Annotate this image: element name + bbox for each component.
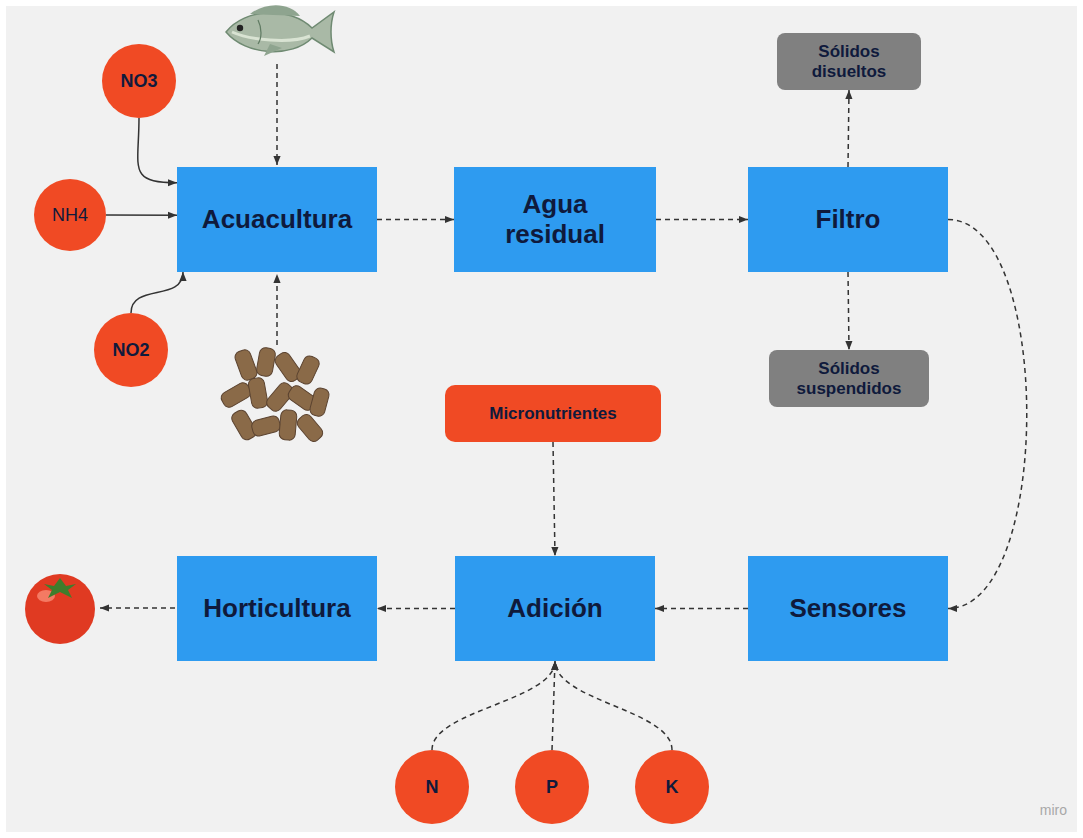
- flow-arrow: [655, 608, 748, 610]
- flow-arrow: [848, 90, 849, 167]
- flow-arrow: [106, 214, 177, 216]
- node-text: Adición: [507, 594, 602, 624]
- node-text: Filtro: [816, 205, 881, 235]
- output-box: Sólidos disueltos: [777, 33, 921, 90]
- flow-arrow: [552, 661, 555, 750]
- node-text: NO3: [120, 71, 157, 92]
- process-box: Adición: [455, 556, 655, 661]
- node-text: Sólidos disueltos: [787, 42, 911, 81]
- process-box: Acuacultura: [177, 167, 377, 272]
- node-text: Acuacultura: [202, 205, 352, 235]
- output-arrow: [100, 607, 175, 609]
- flow-arrow: [432, 661, 555, 750]
- flow-arrow: [131, 272, 183, 313]
- node-text: Sólidos suspendidos: [779, 359, 919, 398]
- flow-arrow: [948, 220, 1027, 609]
- node-text: Micronutrientes: [489, 404, 617, 424]
- process-box: Filtro: [748, 167, 948, 272]
- node-text: NO2: [112, 340, 149, 361]
- output-box: Sólidos suspendidos: [769, 350, 929, 407]
- process-box: Horticultura: [177, 556, 377, 661]
- node-text: Agua residual: [472, 190, 638, 250]
- ion-circle: NO3: [102, 44, 176, 118]
- flow-arrow: [553, 442, 555, 556]
- nutrient-circle: P: [515, 750, 589, 824]
- ion-circle: NO2: [94, 313, 168, 387]
- flow-arrow: [848, 272, 849, 350]
- ion-circle: NH4: [34, 179, 106, 251]
- fish-picture: [226, 5, 334, 56]
- node-text: NH4: [52, 205, 88, 226]
- node-text: P: [546, 777, 558, 798]
- watermark: miro: [1040, 802, 1067, 818]
- process-box: Agua residual: [454, 167, 656, 272]
- node-text: N: [426, 777, 439, 798]
- flow-arrow: [138, 118, 177, 183]
- process-box: Sensores: [748, 556, 948, 661]
- nutrient-circle: N: [395, 750, 469, 824]
- flow-arrow: [377, 219, 454, 221]
- flow-arrow: [656, 219, 748, 221]
- tomato-picture: [25, 574, 95, 644]
- node-text: Sensores: [789, 594, 906, 624]
- flow-arrow: [555, 661, 672, 750]
- feed-arrow: [276, 64, 278, 165]
- flow-arrow: [377, 608, 455, 610]
- input-box: Micronutrientes: [445, 385, 661, 442]
- feed-arrow: [276, 274, 278, 345]
- node-text: Horticultura: [203, 594, 350, 624]
- feed-pellets-picture: [219, 347, 330, 444]
- nutrient-circle: K: [635, 750, 709, 824]
- node-text: K: [666, 777, 679, 798]
